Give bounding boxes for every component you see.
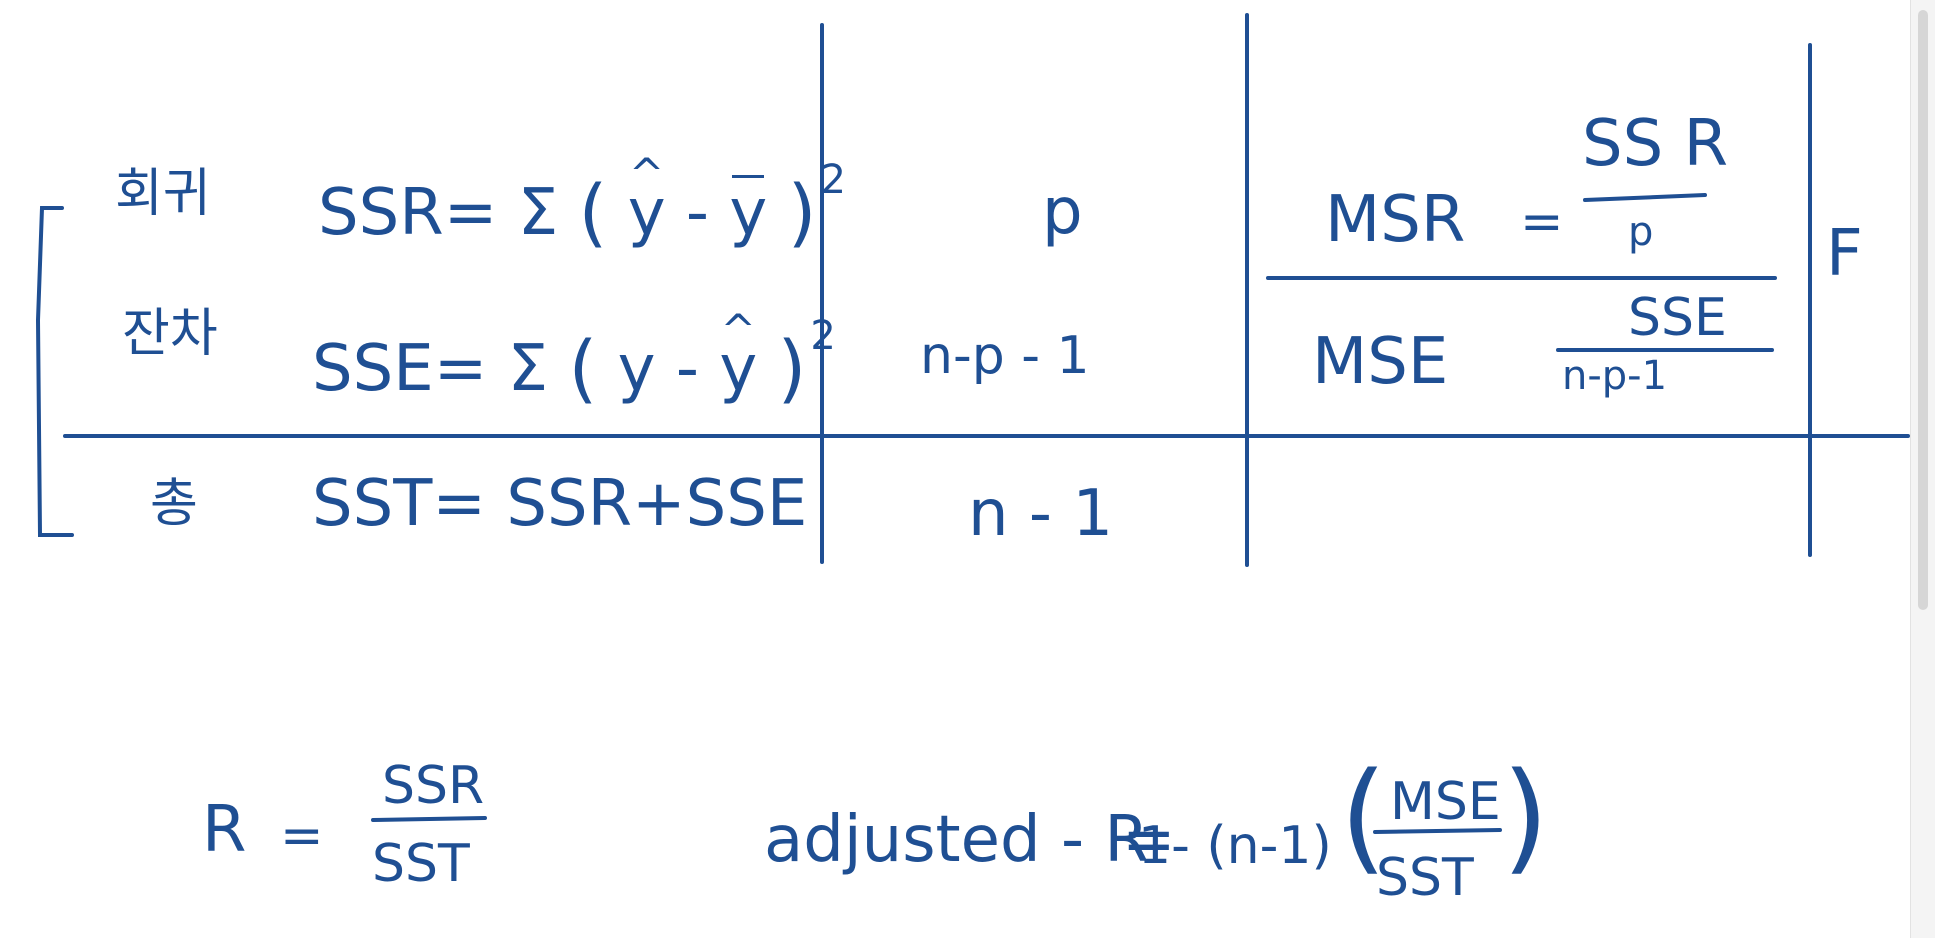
adjusted-r-numerator: MSE	[1390, 772, 1501, 832]
ssr-sum-symbol: Σ	[517, 176, 559, 250]
ssr-y-bar: y	[729, 175, 768, 250]
df-residual: n-p - 1	[920, 326, 1090, 386]
df-regression: p	[1042, 175, 1083, 249]
ssr-equals: =	[443, 176, 498, 250]
ssr-exponent: 2	[820, 157, 846, 203]
adjusted-r-equals: =	[1122, 803, 1176, 877]
row-label-regression: 회귀	[115, 164, 211, 224]
ssr-close-paren: )	[787, 170, 817, 256]
adjusted-r-open-paren: (	[1340, 748, 1387, 887]
msr-fraction-bar	[1583, 193, 1707, 202]
adjusted-r-close-paren: )	[1502, 748, 1549, 887]
sse-name: SSE	[312, 332, 434, 406]
scrollbar-thumb[interactable]	[1918, 10, 1928, 610]
sse-formula: SSE= Σ ( y - y )2	[312, 316, 836, 406]
sse-sum-symbol: Σ	[507, 332, 549, 406]
r-numerator: SSR	[382, 756, 485, 816]
f-statistic-label: F	[1826, 217, 1863, 291]
adjusted-r-prefix: 1- (n-1)	[1138, 816, 1332, 876]
r-fraction-bar	[371, 816, 487, 822]
r-denominator: SST	[372, 834, 470, 894]
sse-equals: =	[433, 332, 488, 406]
ssr-minus: -	[685, 176, 709, 250]
mse-label: MSE	[1312, 325, 1449, 399]
sse-y: y	[617, 332, 656, 406]
ssr-open-paren: (	[578, 170, 608, 256]
msr-label: MSR	[1325, 183, 1466, 257]
msr-denominator: p	[1628, 209, 1654, 255]
sse-exponent: 2	[810, 313, 836, 359]
mse-numerator: SSE	[1628, 288, 1727, 348]
adj-fraction-bar	[1373, 828, 1502, 834]
sse-close-paren: )	[777, 326, 807, 412]
row-label-residual: 잔차	[122, 304, 218, 364]
sse-open-paren: (	[568, 326, 598, 412]
r-equals: =	[280, 806, 324, 866]
sst-formula: SST= SSR+SSE	[312, 467, 808, 541]
df-total: n - 1	[968, 477, 1114, 551]
adjusted-r-lhs: adjusted - R	[764, 803, 1149, 877]
vertical-scrollbar[interactable]	[1910, 0, 1935, 938]
adjusted-r-denominator: SST	[1376, 848, 1474, 908]
left-bracket	[35, 206, 74, 537]
mse-denominator: n-p-1	[1562, 353, 1668, 399]
r-lhs: R	[202, 793, 247, 867]
msr-numerator: SS R	[1582, 107, 1729, 181]
ssr-name: SSR	[318, 176, 444, 250]
sse-y-hat: y	[719, 337, 757, 401]
sse-minus: -	[675, 332, 699, 406]
msr-equals: =	[1520, 192, 1564, 252]
row-label-total: 총	[150, 474, 198, 534]
ssr-formula: SSR= Σ ( y - y )2	[318, 160, 846, 250]
ssr-y-hat: y	[628, 181, 666, 245]
